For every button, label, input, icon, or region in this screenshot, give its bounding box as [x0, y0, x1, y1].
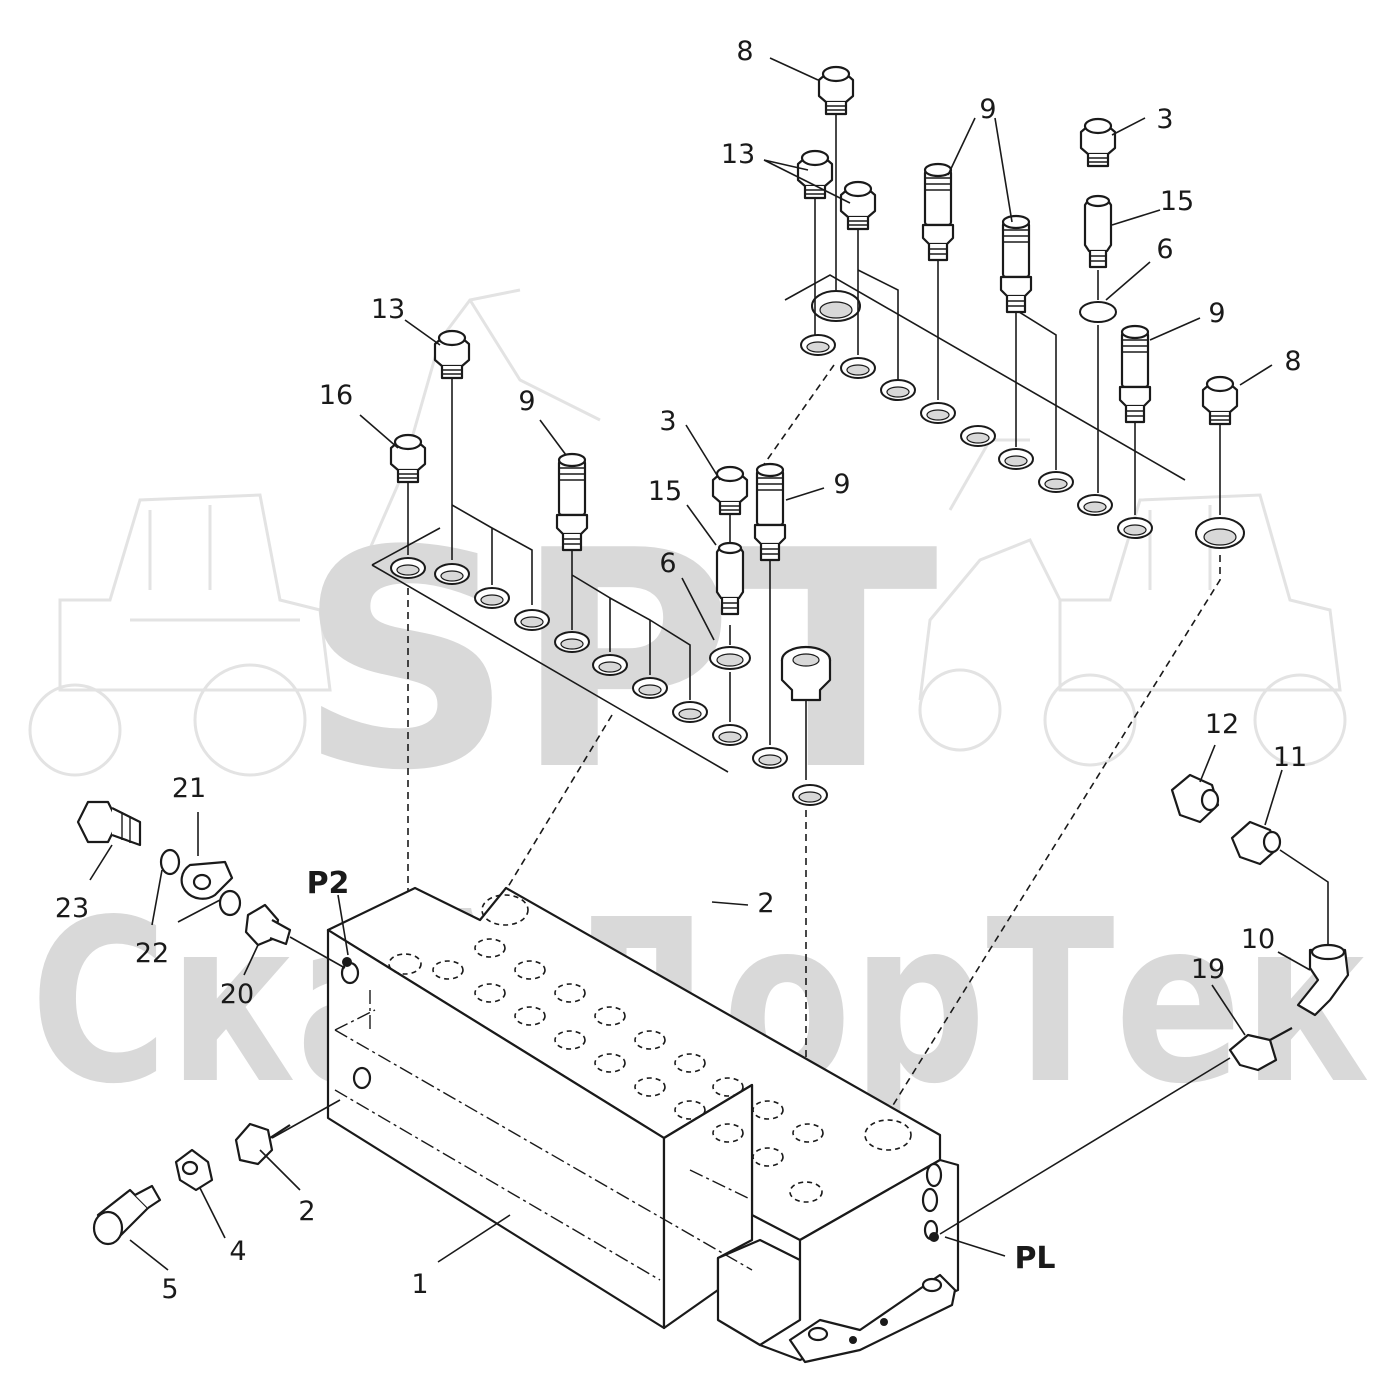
callout-9-left: 9 [518, 386, 535, 417]
callout-leaders [89, 57, 1311, 1271]
callout-2-top: 2 [757, 888, 774, 919]
banjo-bolt-assembly [76, 800, 346, 969]
callout-10: 10 [1241, 924, 1275, 955]
orifice-plug [780, 645, 832, 702]
callout-1: 1 [411, 1269, 428, 1300]
callout-13-left: 13 [371, 294, 405, 325]
callout-23: 23 [55, 893, 89, 924]
p2-port-marker [342, 957, 352, 967]
callout-4: 4 [229, 1236, 246, 1267]
valve-top-ports [388, 894, 912, 1203]
callout-6-left: 6 [659, 548, 676, 579]
port-label-p2: P2 [307, 866, 350, 901]
callout-9-right: 9 [1208, 298, 1225, 329]
callout-19: 19 [1191, 954, 1225, 985]
watermark-tractor-right [918, 438, 1347, 767]
assembly-guide-lines [407, 115, 1221, 1190]
callout-22: 22 [135, 938, 169, 969]
callout-13-top: 13 [721, 139, 755, 170]
callout-6-top: 6 [1156, 234, 1173, 265]
right-seal-plate [784, 274, 1186, 481]
callout-8-right: 8 [1284, 346, 1301, 377]
callout-21: 21 [172, 773, 206, 804]
callout-15-left: 15 [648, 476, 682, 507]
callout-20: 20 [220, 979, 254, 1010]
pilot-line-assembly [939, 773, 1350, 1235]
left-seal-plate [371, 527, 729, 773]
callout-15-top: 15 [1160, 186, 1194, 217]
callout-3-left: 3 [659, 406, 676, 437]
left-plate-seats [390, 557, 828, 806]
callout-11: 11 [1273, 742, 1307, 773]
callout-9-top: 9 [979, 94, 996, 125]
callout-9-center: 9 [833, 469, 850, 500]
callout-2-bottom: 2 [298, 1196, 315, 1227]
watermark: SPT СкайДорТек [28, 288, 1370, 1134]
callout-3-top: 3 [1156, 104, 1173, 135]
washer-seals [1079, 301, 1117, 323]
callout-5: 5 [161, 1274, 178, 1305]
valve-body [326, 886, 960, 1364]
callout-16: 16 [319, 380, 353, 411]
callout-numbers: 8 13 9 3 15 6 9 8 13 16 9 3 15 6 9 2 2 4… [55, 36, 1307, 1305]
right-plate-seats [709, 290, 1245, 670]
pl-port-marker [929, 1232, 939, 1242]
watermark-tractor-left [28, 288, 601, 777]
callout-12: 12 [1205, 709, 1239, 740]
callout-8-top: 8 [736, 36, 753, 67]
port-label-pl: PL [1014, 1241, 1055, 1276]
lower-fitting-assembly [92, 1099, 341, 1246]
